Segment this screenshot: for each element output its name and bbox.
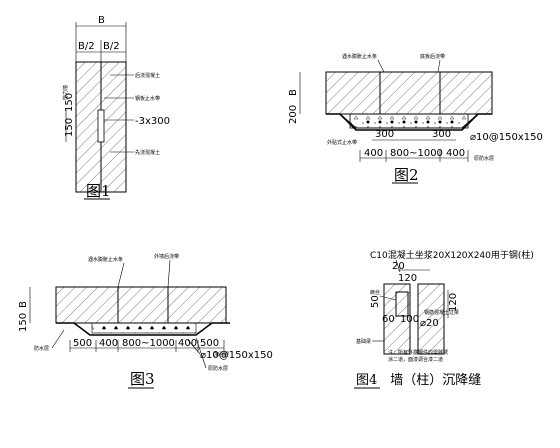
fig3-reinforce-layer: [91, 322, 197, 334]
fig2-label-swelling: 遇水膨胀止水条: [342, 53, 377, 60]
fig2-dim-300b: 300: [432, 129, 451, 140]
fig2-label-outer: 外贴式止水带: [327, 139, 357, 146]
fig4-grout-block: [395, 291, 409, 317]
fig4-note1: 注：所有外露钢件均需除锈: [388, 349, 448, 356]
fig2-dim-200: 200: [288, 105, 299, 124]
fig2-dim-400b: 400: [446, 148, 465, 159]
fig4-label-cotton: 麻丝: [370, 289, 380, 296]
fig2-label-waterproof: 原防水层: [474, 155, 494, 162]
fig1-label-steel-plate: 钢板止水带: [135, 95, 160, 102]
fig4-label-top: C10混凝土坐浆20X120X240用于钢(柱): [370, 249, 534, 261]
fig4-rebar: ⌀20: [420, 318, 439, 329]
fig4-dim-20: 20: [392, 261, 405, 272]
fig2-slab: [325, 71, 493, 115]
fig3-caption: 图3: [130, 370, 155, 388]
fig1-label-steel-size: -3x300: [135, 116, 170, 127]
fig3-dim-500a: 500: [73, 338, 92, 349]
fig1-water-stop-plate: [97, 109, 105, 143]
fig3-dim-400b: 400: [178, 338, 197, 349]
fig2-dim-400a: 400: [364, 148, 383, 159]
fig3-dim-500b: 500: [200, 338, 219, 349]
fig3-wall: [55, 286, 227, 324]
figure-4: C10混凝土坐浆20X120X240用于钢(柱) 20 120 麻丝 50 60…: [354, 249, 534, 389]
fig2-dim-300a: 300: [375, 129, 394, 140]
fig3-label-reinforce: 加强层: [214, 351, 229, 358]
figure-3: 遇水膨胀止水条 外墙后浇带 150 B 防水层 ⌀10@150x150 500 …: [18, 253, 273, 389]
fig4-dim-50: 50: [370, 295, 381, 308]
fig3-dim-800: 800~1000: [122, 338, 175, 349]
fig1-dim-150b: 150: [64, 93, 75, 112]
figure-1: B B/2 B/2 150 150 剪力墙 后浇混凝土 钢板止水带 -3x300…: [62, 15, 170, 200]
fig2-rebar-dots: [366, 120, 454, 124]
figure-2: 遇水膨胀止水条 底板后浇带 200 B 300 300 ⌀10@150x150 …: [288, 53, 543, 184]
fig4-caption: 图4 墙（柱）沉降缝: [356, 373, 481, 388]
fig4-column-left: [383, 283, 411, 355]
fig4-dim-120b: 120: [448, 293, 459, 312]
fig4-note2: 涂二道，面漆调合漆二道: [388, 356, 443, 363]
fig1-dim-half-left: B/2: [78, 41, 95, 52]
fig3-dim-400a: 400: [99, 338, 118, 349]
fig4-dim-100: 100: [400, 314, 419, 325]
fig2-dim-800: 800~1000: [390, 148, 443, 159]
fig2-label-post-belt: 底板后浇带: [420, 53, 445, 60]
fig4-label-ground: 基础梁: [356, 338, 371, 345]
fig4-dim-120a: 120: [398, 273, 417, 284]
fig2-caption: 图2: [394, 166, 419, 184]
fig3-dim-b: B: [18, 301, 29, 308]
fig3-label-waterproof: 原防水层: [208, 365, 228, 372]
fig2-dim-b: B: [288, 89, 299, 96]
fig3-dim-150: 150: [18, 313, 29, 332]
fig1-label-wall: 剪力墙: [62, 85, 69, 100]
fig1-dim-b: B: [98, 15, 105, 26]
fig1-label-first-concrete: 先浇混凝土: [135, 149, 160, 156]
fig1-dim-150a: 150: [64, 118, 75, 137]
fig3-rebar: ⌀10@150x150: [200, 350, 273, 361]
fig4-dim-60: 60: [382, 314, 395, 325]
fig3-rebar-dots: [102, 326, 190, 330]
fig3-label-post-belt: 外墙后浇带: [154, 253, 179, 260]
fig3-label-protect: 防水层: [34, 345, 49, 352]
fig1-dim-half-right: B/2: [103, 41, 120, 52]
fig3-label-swelling: 遇水膨胀止水条: [88, 256, 123, 263]
fig4-label-grout: 钢筋混凝土过梁: [424, 309, 459, 316]
fig1-label-later-concrete: 后浇混凝土: [135, 72, 160, 79]
fig2-rebar: ⌀10@150x150: [470, 132, 543, 143]
fig1-caption: 图1: [86, 182, 111, 200]
